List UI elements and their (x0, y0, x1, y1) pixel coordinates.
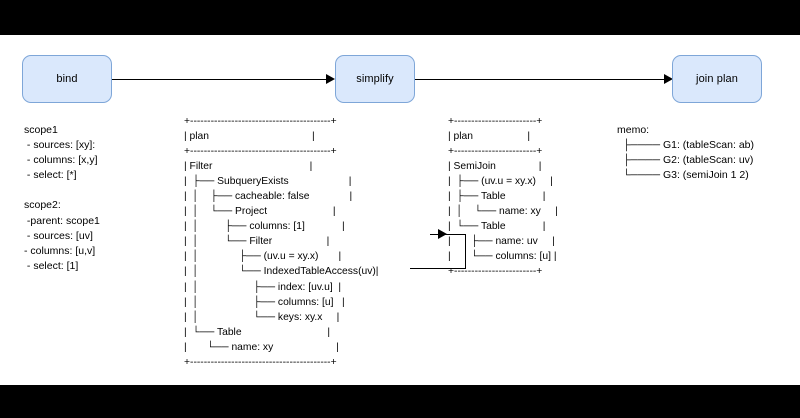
edge-plan-left-to-right-arrowhead (438, 229, 447, 239)
plan-table-bound: +---------------------------------------… (184, 116, 379, 368)
edge-simplify-to-join-plan-arrowhead (664, 74, 673, 84)
scope-listing: scope1 - sources: [xy]: - columns: [x,y]… (24, 124, 100, 272)
edge-bind-to-simplify-arrowhead (326, 74, 335, 84)
edge-plan-left-to-right-segment-lower (410, 268, 466, 269)
diagram-canvas: bind simplify join plan scope1 - sources… (0, 35, 800, 385)
node-simplify[interactable]: simplify (335, 55, 415, 103)
memo-listing: memo: ├──── G1: (tableScan: ab) ├──── G2… (617, 124, 754, 182)
plan-table-simplified: +------------------------+ | plan | +---… (448, 116, 558, 278)
edge-plan-left-to-right-segment-upper (430, 234, 466, 235)
edge-simplify-to-join-plan (415, 79, 665, 80)
edge-plan-left-to-right-segment-vertical (465, 234, 466, 269)
node-simplify-label: simplify (356, 73, 394, 85)
node-join-plan[interactable]: join plan (672, 55, 762, 103)
node-bind[interactable]: bind (22, 55, 112, 103)
node-bind-label: bind (56, 73, 78, 85)
edge-bind-to-simplify (112, 79, 327, 80)
node-join-plan-label: join plan (696, 73, 738, 85)
